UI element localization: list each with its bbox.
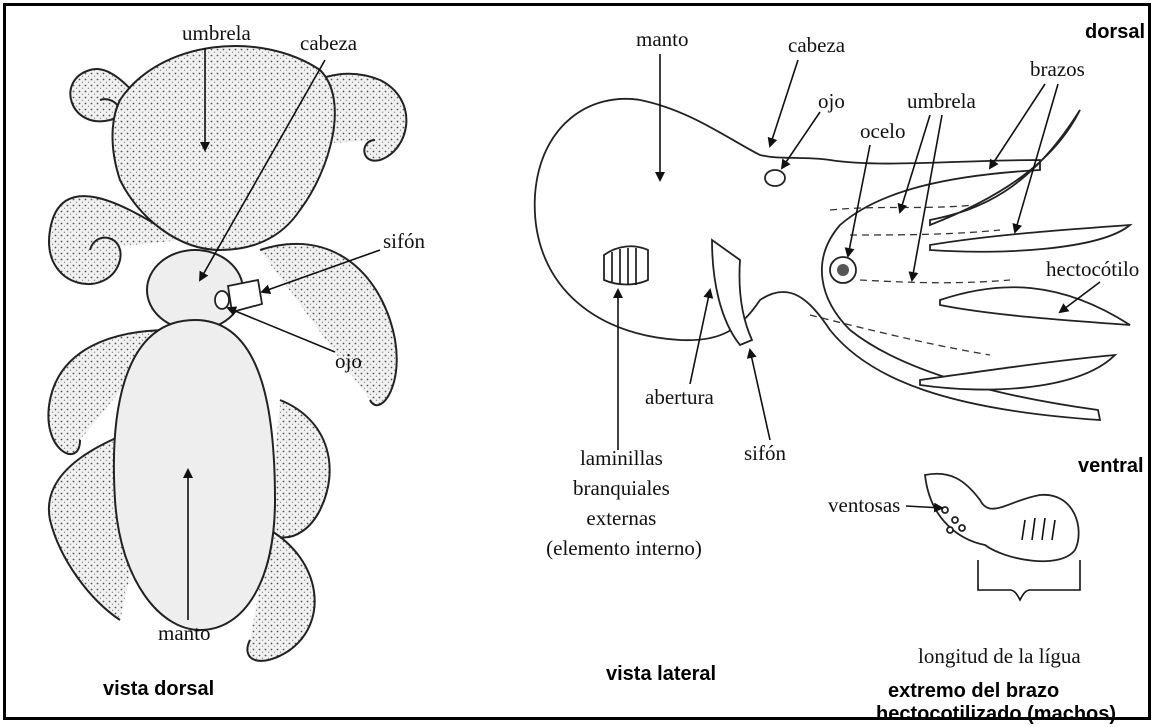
ocellus-center [837,264,849,276]
arm-7 [268,400,329,538]
label-hectocotilo: hectocótilo [1046,257,1139,281]
eye-dorsal [215,291,229,309]
leader-sifon-lateral [750,350,770,440]
arm-line-2 [850,230,1000,235]
label-manto-lateral: manto [636,27,689,51]
leader-brazos-2 [1015,84,1058,232]
label-ligula: longitud de la lígua [918,644,1081,668]
lateral-arm-2 [930,225,1130,252]
mantle-dorsal [114,320,275,630]
label-sifon-dorsal: sifón [383,229,426,253]
label-laminillas: laminillas branquiales externas (element… [546,446,702,560]
siphon-dorsal [228,280,262,312]
label-umbrela-lateral: umbrela [907,89,976,113]
lateral-arm-3-hectocotylus [940,287,1130,325]
detail-title-line1: extremo del brazo [888,680,1059,702]
label-brazos: brazos [1030,57,1085,81]
ligula-bracket [978,560,1080,600]
label-ocelo: ocelo [860,119,905,143]
label-cabeza-lateral: cabeza [788,33,846,57]
label-ojo-dorsal: ojo [335,349,362,373]
title-vista-lateral: vista lateral [606,663,716,685]
label-cabeza-dorsal: cabeza [300,31,358,55]
leader-cabeza-lateral [770,60,798,146]
arm-line-3 [860,280,1010,283]
detail-title-line2: hectocotilizado (machos) [876,703,1116,725]
label-ventosas: ventosas [828,493,900,517]
label-sifon-lateral: sifón [744,441,787,465]
leader-umbrela-lateral-2 [912,115,942,280]
label-ventral: ventral [1078,455,1144,477]
gill-lamellae [604,246,648,284]
label-umbrela-dorsal: umbrela [182,21,251,45]
hectocotylus-tip [925,474,1079,561]
lateral-arm-4 [920,355,1115,390]
eye-lateral [765,170,785,186]
label-manto-dorsal: manto [158,621,211,645]
lateral-octopus-drawing [535,99,1130,420]
label-ojo-lateral: ojo [818,89,845,113]
hectocotylus-detail-drawing [925,474,1080,600]
label-dorsal: dorsal [1085,21,1145,43]
label-abertura: abertura [645,385,714,409]
title-vista-dorsal: vista dorsal [103,678,214,700]
